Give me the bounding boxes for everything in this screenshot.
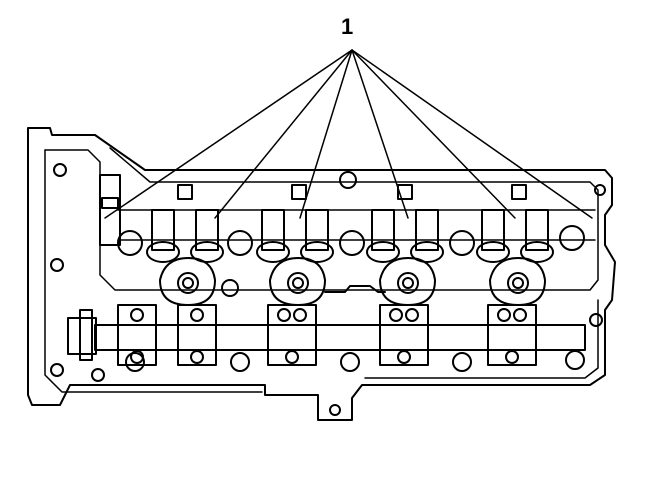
top-tab xyxy=(178,185,192,199)
bearing-cap-3 xyxy=(268,305,316,365)
valve-group-4 xyxy=(477,210,553,262)
lower-rim xyxy=(45,150,262,392)
camshaft-sprocket-end xyxy=(68,318,96,354)
plug-well-3 xyxy=(380,258,435,305)
flange-hole xyxy=(590,314,602,326)
boss xyxy=(340,231,364,255)
top-boss xyxy=(340,172,356,188)
bearing-cap-5 xyxy=(488,305,536,365)
lower-bolt xyxy=(231,353,249,371)
camshaft xyxy=(95,325,585,350)
boss xyxy=(228,231,252,255)
lower-bolt xyxy=(126,353,144,371)
camshaft-nose xyxy=(80,310,92,360)
boss xyxy=(450,231,474,255)
boss xyxy=(560,226,584,250)
lower-bolt xyxy=(92,369,104,381)
top-tab xyxy=(512,185,526,199)
valve-group-3 xyxy=(367,210,443,262)
right-rim xyxy=(365,300,598,378)
center-boss xyxy=(222,280,238,296)
inner-rim xyxy=(45,148,598,290)
flange-hole xyxy=(51,364,63,376)
bearing-cap-1 xyxy=(118,305,156,365)
bearing-cap-4 xyxy=(380,305,428,365)
valve-group-1 xyxy=(147,210,223,262)
flange-hole xyxy=(51,259,63,271)
valve-group-2 xyxy=(257,210,333,262)
center-bridge xyxy=(325,286,385,292)
boss xyxy=(118,231,142,255)
lower-bolt xyxy=(341,353,359,371)
flange-hole xyxy=(330,405,340,415)
bearing-cap-2 xyxy=(178,305,216,365)
plug-well-2 xyxy=(270,258,325,305)
top-tab xyxy=(398,185,412,199)
callout-label-1: 1 xyxy=(341,14,354,39)
plug-well-1 xyxy=(160,258,215,305)
plug-well-4 xyxy=(490,258,545,305)
oil-gallery-left-cap xyxy=(102,198,118,208)
top-tab xyxy=(292,185,306,199)
flange-hole xyxy=(54,164,66,176)
lower-bolt xyxy=(453,353,471,371)
lower-bolt xyxy=(566,351,584,369)
cylinder-head-outline xyxy=(28,128,615,420)
flange-hole xyxy=(595,185,605,195)
callout-leaders xyxy=(105,50,592,218)
